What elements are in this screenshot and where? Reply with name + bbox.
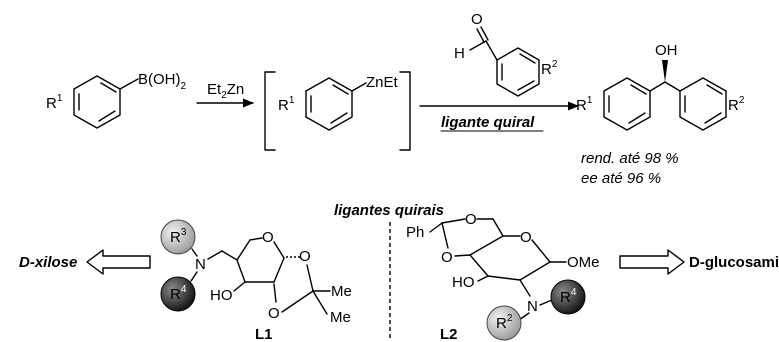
svg-text:R1: R1	[576, 95, 593, 114]
svg-text:R2: R2	[496, 313, 513, 332]
l2-r2-sphere	[486, 305, 522, 341]
chiral-ligands-header: ligantes quirais	[334, 202, 444, 219]
l2-r2-superscript: 2	[507, 313, 513, 324]
d-xilose-source: D-xilose	[19, 249, 151, 275]
svg-text:D-xilose: D-xilose	[19, 254, 77, 271]
l2-label: L2	[440, 326, 458, 342]
arrow-chiral-ligand: ligante quiral	[419, 101, 580, 132]
r4-sphere	[160, 276, 196, 312]
reagent-et: Et	[207, 81, 222, 98]
svg-text:R1: R1	[46, 93, 63, 112]
aldehyde-hydrogen: H	[454, 45, 465, 62]
l2-benzylidene-oxygen-1: O	[441, 249, 453, 266]
r4-superscript: 4	[181, 284, 187, 295]
l2-ring-oxygen: O	[520, 229, 532, 246]
svg-text:R3: R3	[170, 227, 187, 246]
reagent-zn: Zn	[227, 81, 245, 98]
l1-acetal-oxygen-bottom: O	[268, 305, 280, 322]
d-xilose-arrow	[86, 249, 151, 275]
svg-text:R4: R4	[560, 287, 577, 306]
l2-r4-sphere	[550, 279, 586, 315]
l1-methyl-top: Me	[331, 283, 352, 300]
r2-letter-product: R	[728, 97, 739, 114]
svg-text:R2: R2	[541, 59, 558, 78]
r1-superscript-product: 1	[587, 95, 593, 106]
boronic-acid-subscript: 2	[181, 81, 187, 92]
d-glucosamina-source: D-glucosamina	[619, 249, 779, 275]
d-glucosamina-arrow	[619, 249, 685, 275]
ligand-l2: Ph O O O HO OMe N R2 R4 L2	[406, 211, 600, 342]
ligand-l1: R3 R4 N O HO O O Me Me L1	[160, 219, 352, 342]
d-glucosamina-label: D-glucosamina	[689, 254, 779, 271]
l1-nitrogen: N	[195, 256, 206, 273]
r2-letter-aldehyde: R	[541, 61, 552, 78]
product-hydroxyl: OH	[655, 42, 678, 59]
l1-methyl-bottom: Me	[330, 309, 351, 326]
l1-hydroxyl: HO	[210, 287, 233, 304]
d-xilose-label: D-xilose	[19, 254, 77, 271]
reagent-subscript: 2	[221, 90, 227, 101]
r1-letter-product: R	[576, 97, 587, 114]
l2-phenyl: Ph	[406, 224, 424, 241]
aldehyde-oxygen: O	[471, 11, 483, 28]
boronic-acid-text: B(OH)	[138, 71, 181, 88]
arylzinc-intermediate: ZnEt R1	[264, 71, 411, 151]
l2-nitrogen: N	[527, 298, 538, 315]
svg-text:Et2Zn: Et2Zn	[207, 81, 244, 101]
l1-label: L1	[255, 326, 273, 342]
r2-superscript-aldehyde: 2	[552, 59, 558, 70]
diarylmethanol-product: OH R1 R2 rend. até 98 % ee até 96 %	[576, 42, 745, 187]
r4-letter: R	[170, 286, 181, 303]
l2-r4-letter: R	[560, 289, 571, 306]
l2-r2-letter: R	[496, 315, 507, 332]
svg-text:R2: R2	[728, 95, 745, 114]
r3-superscript: 3	[181, 227, 187, 238]
r1-superscript-intermediate: 1	[289, 95, 295, 106]
svg-text:R4: R4	[170, 284, 187, 303]
r1-letter: R	[46, 95, 57, 112]
zinc-ethyl-group: ZnEt	[366, 74, 399, 91]
r3-sphere	[160, 219, 196, 255]
r3-letter: R	[170, 229, 181, 246]
arrow-diethylzinc: Et2Zn	[196, 81, 255, 108]
svg-text:B(OH)2: B(OH)2	[138, 71, 187, 92]
chiral-ligand-label: ligante quiral	[441, 114, 535, 131]
l1-ring-oxygen: O	[262, 229, 274, 246]
yield-note: rend. até 98 %	[581, 150, 679, 167]
r1-letter-intermediate: R	[278, 97, 289, 114]
l2-methoxy: OMe	[567, 254, 600, 271]
l2-benzylidene-oxygen-2: O	[465, 211, 477, 228]
svg-text:D-glucosamina: D-glucosamina	[689, 254, 779, 271]
svg-text:R1: R1	[278, 95, 295, 114]
ee-note: ee até 96 %	[581, 170, 661, 187]
arylboronic-acid: B(OH)2 R1	[46, 71, 187, 129]
l1-acetal-oxygen-top: O	[299, 248, 311, 265]
r2-superscript-product: 2	[739, 95, 745, 106]
r1-superscript: 1	[57, 93, 63, 104]
l2-r4-superscript: 4	[571, 287, 577, 298]
benzaldehyde: O H R2	[454, 11, 558, 97]
l2-hydroxyl: HO	[452, 274, 475, 291]
